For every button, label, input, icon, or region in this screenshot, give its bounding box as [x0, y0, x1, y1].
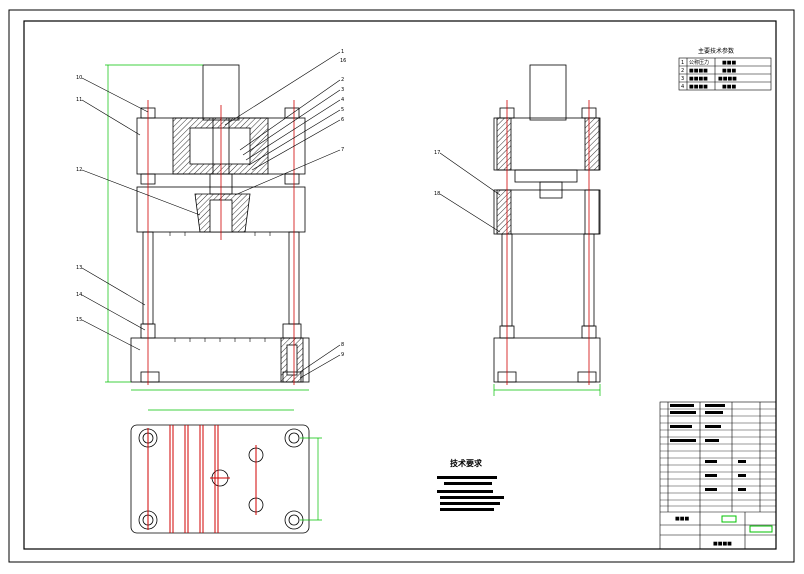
side-cylinder — [529, 64, 567, 121]
technical-requirements-lines — [437, 476, 504, 511]
title-block-stamp: ■■■■ — [713, 541, 732, 547]
title-block-row-lines — [660, 408, 776, 507]
front-callout-leaders — [81, 51, 341, 379]
front-center-lines — [147, 100, 295, 385]
param-row-3-no: 3 — [681, 76, 684, 82]
top-view — [130, 424, 310, 534]
param-row-4-value: ■■■ — [722, 84, 736, 90]
callout-14: 14 — [76, 292, 82, 298]
callout-8: 8 — [341, 342, 344, 348]
param-row-2-value: ■■■ — [722, 68, 736, 74]
side-callout-leaders — [439, 152, 501, 233]
inner-frame — [23, 20, 777, 550]
title-block-drawing-name: ■■■ — [675, 516, 689, 522]
callout-7: 7 — [341, 147, 344, 153]
param-row-3-name: ■■■■ — [689, 76, 708, 82]
param-row-1-value: ■■■ — [722, 60, 736, 66]
param-row-2-name: ■■■■ — [689, 68, 708, 74]
callout-16: 16 — [340, 58, 346, 64]
callout-15: 15 — [76, 317, 82, 323]
side-dimensions — [493, 384, 601, 396]
plan-base-plate — [130, 424, 310, 534]
front-dimensions — [105, 64, 309, 411]
side-moving-plate — [493, 189, 601, 235]
top-view-dimensions — [300, 437, 322, 521]
param-row-4-name: ■■■■ — [689, 84, 708, 90]
side-base — [493, 337, 601, 383]
parameter-table-rows: 1 公称压力 ■■■ 2 ■■■■ ■■■ 3 ■■■■ ■■■■ 4 ■■■■… — [681, 59, 737, 90]
callout-12: 12 — [76, 167, 82, 173]
title-block — [659, 401, 777, 550]
title-block-stamp-box — [721, 515, 737, 523]
callout-17: 17 — [434, 150, 440, 156]
param-row-4-no: 4 — [681, 84, 684, 90]
callout-6: 6 — [341, 117, 344, 123]
callout-5: 5 — [341, 107, 344, 113]
param-row-1-name: 公称压力 — [689, 59, 709, 66]
front-view — [130, 64, 310, 383]
callout-2: 2 — [341, 77, 344, 83]
technical-requirements-title: 技术要求 — [450, 458, 483, 468]
param-row-1-no: 1 — [681, 60, 684, 66]
title-block-fills — [670, 404, 746, 491]
callout-11: 11 — [76, 97, 82, 103]
title-block-name-box — [749, 525, 773, 533]
parameter-table-title: 主要技术参数 — [698, 47, 734, 55]
front-callouts: 1 2 3 4 5 6 7 8 9 10 11 12 13 14 15 16 — [76, 49, 346, 358]
parameter-table — [678, 57, 772, 91]
top-view-slots — [147, 425, 257, 533]
callout-4: 4 — [341, 97, 344, 103]
callout-3: 3 — [341, 87, 344, 93]
callout-1: 1 — [341, 49, 344, 55]
side-view — [493, 64, 601, 383]
callout-9: 9 — [341, 352, 344, 358]
callout-18: 18 — [434, 191, 440, 197]
callout-10: 10 — [76, 75, 82, 81]
outer-border — [8, 9, 795, 563]
param-row-2-no: 2 — [681, 68, 684, 74]
side-center-lines — [506, 100, 590, 385]
param-row-3-value: ■■■■ — [718, 76, 737, 82]
callout-13: 13 — [76, 265, 82, 271]
